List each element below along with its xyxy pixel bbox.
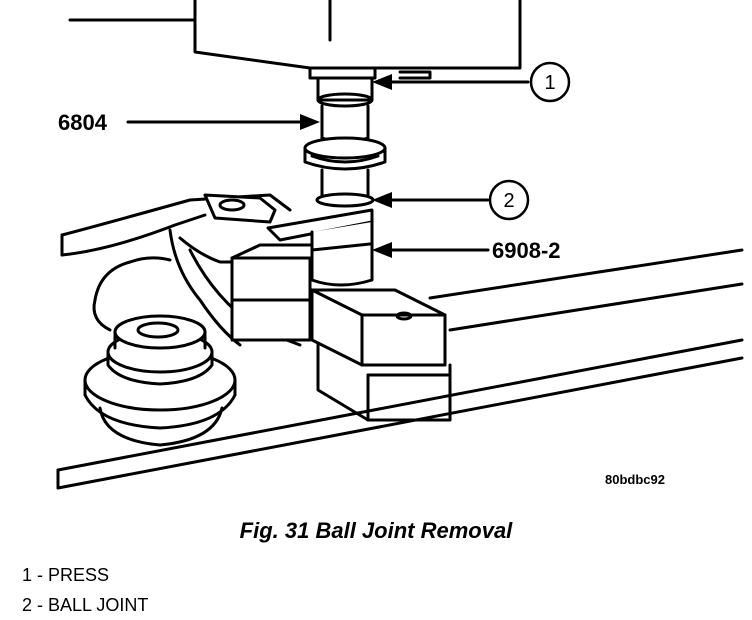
receiver-6908-2 <box>266 208 374 287</box>
callout-circle-1 <box>529 61 571 103</box>
callout-circle-2 <box>488 179 530 221</box>
legend-item-ball-joint: 2 - BALL JOINT <box>22 595 149 615</box>
leader-lines <box>126 80 530 252</box>
legend: 1 - PRESS 2 - BALL JOINT <box>22 560 148 620</box>
arrow-head-1 <box>372 74 392 90</box>
arrow-head-2 <box>372 192 392 208</box>
tool-6804 <box>303 76 387 208</box>
arrow-head-6908-2 <box>372 242 392 258</box>
control-arm-bushing <box>83 314 237 447</box>
figure-code: 80bdbc92 <box>605 472 665 487</box>
ball-joint-removal-illustration: 1 2 6804 6908-2 80bdbc92 <box>56 0 744 490</box>
arrow-head-6804 <box>300 114 320 130</box>
support-blocks <box>230 243 452 422</box>
callout-number-2: 2 <box>503 190 514 212</box>
control-arm <box>60 193 302 347</box>
press-body <box>68 0 522 80</box>
part-number-6804: 6804 <box>58 110 108 135</box>
part-number-6908-2: 6908-2 <box>492 238 561 263</box>
figure-caption: Fig. 31 Ball Joint Removal <box>239 518 513 543</box>
callout-number-1: 1 <box>544 72 555 94</box>
legend-item-press: 1 - PRESS <box>22 565 110 585</box>
press-base-plate <box>56 248 744 490</box>
